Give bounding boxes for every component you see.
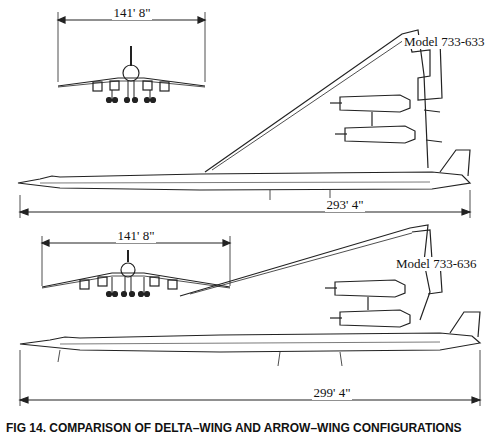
dimension-label: 141' 8" [112,6,153,20]
figure-caption: FIG 14. COMPARISON OF DELTA–WING AND ARR… [4,422,464,435]
model-label: Model 733-633 [402,35,487,49]
engine-nacelle [325,280,410,327]
dimension-label: 293' 4" [325,198,366,212]
model-label: Model 733-636 [394,257,479,271]
engine-nacelle [330,95,415,143]
dimension-label: 141' 8" [116,229,157,243]
arrow-wing-aircraft [20,225,480,406]
dimension-label: 299' 4" [312,386,353,400]
